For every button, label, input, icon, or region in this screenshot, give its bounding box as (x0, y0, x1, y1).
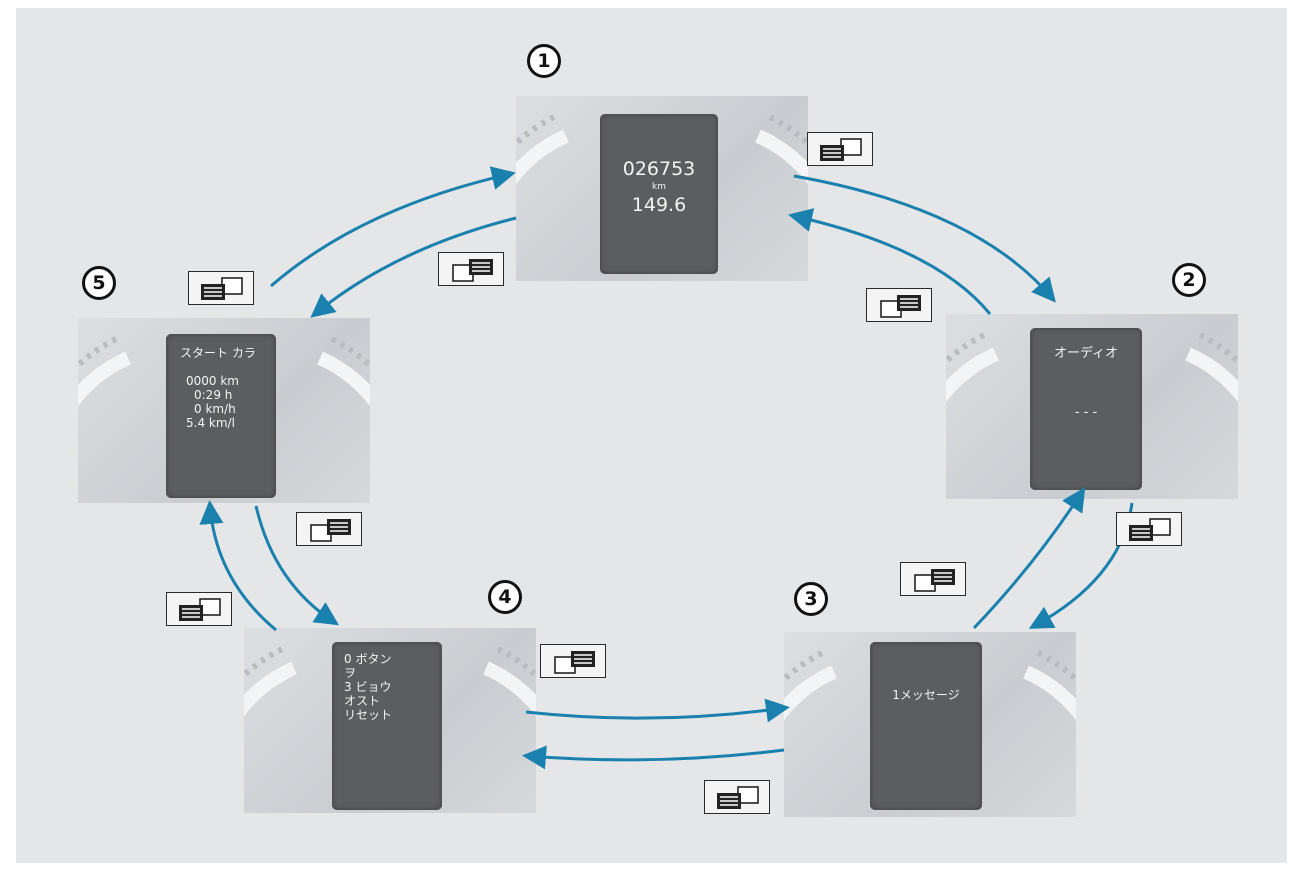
audio-label: オーディオ (1053, 346, 1119, 361)
step-2-number-badge: 2 (1172, 263, 1206, 297)
step-1-number-badge: 1 (527, 44, 561, 78)
step-5-cluster-panel: スタート カラ 0000 km 0:29 h 0 km/h 5.4 km/l (78, 318, 370, 503)
since-start-label: スタート カラ (180, 346, 256, 360)
step-4-number-badge: 4 (488, 580, 522, 614)
gauge-dials-decoration (516, 113, 808, 185)
page-back-button-icon (296, 512, 362, 546)
step-5-display-screen: スタート カラ 0000 km 0:29 h 0 km/h 5.4 km/l (166, 334, 276, 498)
gauge-dials-decoration (244, 645, 536, 717)
reset-instruction-line-4: オスト (344, 694, 381, 708)
step-2-display-screen: オーディオ - - - (1030, 328, 1142, 490)
odometer-value: 026753 (622, 158, 696, 180)
trip-meter-value: 149.6 (631, 194, 687, 216)
arrow-1-to-2 (793, 174, 1056, 303)
step-5-number-badge: 5 (82, 266, 116, 300)
arrow-3-to-2 (972, 486, 1086, 630)
fuel-economy-value: 5.4 km/l (186, 416, 235, 430)
arrow-4-to-3 (525, 698, 790, 723)
page-forward-button-icon (1116, 512, 1182, 546)
average-speed-value: 0 km/h (194, 402, 236, 416)
distance-value: 0000 km (186, 374, 239, 388)
page-forward-button-icon (704, 780, 770, 814)
page-forward-button-icon (807, 132, 873, 166)
page-forward-button-icon (188, 271, 254, 305)
step-2-number: 2 (1182, 269, 1196, 291)
page-back-button-icon (438, 252, 504, 286)
page-back-button-icon (900, 562, 966, 596)
page-back-button-icon (866, 288, 932, 322)
gauge-dials-decoration (784, 649, 1076, 721)
reset-instruction-line-2: ヲ (344, 666, 357, 680)
step-4-number: 4 (498, 586, 512, 608)
step-3-display-screen: 1メッセージ (870, 642, 982, 810)
arrow-3-to-4 (522, 745, 785, 770)
odometer-unit: km (652, 182, 666, 192)
step-4-cluster-panel: 0 ボタン ヲ 3 ビョウ オスト リセット (244, 628, 536, 813)
step-3-number-badge: 3 (794, 582, 828, 616)
driving-time-value: 0:29 h (194, 388, 233, 402)
reset-instruction-line-5: リセット (344, 708, 393, 722)
diagram-canvas: 1 026753 km 149.6 2 オーディオ - - - 3 (16, 8, 1287, 863)
page-back-button-icon (540, 644, 606, 678)
step-3-cluster-panel: 1メッセージ (784, 632, 1076, 817)
gauge-dials-decoration (946, 331, 1238, 403)
step-2-cluster-panel: オーディオ - - - (946, 314, 1238, 499)
step-1-cluster-panel: 026753 km 149.6 (516, 96, 808, 281)
step-1-display-screen: 026753 km 149.6 (600, 114, 718, 274)
step-4-display-screen: 0 ボタン ヲ 3 ビョウ オスト リセット (332, 642, 442, 810)
step-3-number: 3 (804, 588, 818, 610)
step-1-number: 1 (537, 50, 551, 72)
gauge-dials-decoration (78, 335, 370, 407)
reset-instruction-line-3: 3 ビョウ (344, 680, 392, 694)
page-forward-button-icon (166, 592, 232, 626)
audio-value: - - - (1074, 405, 1098, 420)
step-5-number: 5 (92, 272, 106, 294)
reset-instruction-line-1: 0 ボタン (344, 652, 392, 666)
message-count: 1メッセージ (892, 688, 960, 702)
